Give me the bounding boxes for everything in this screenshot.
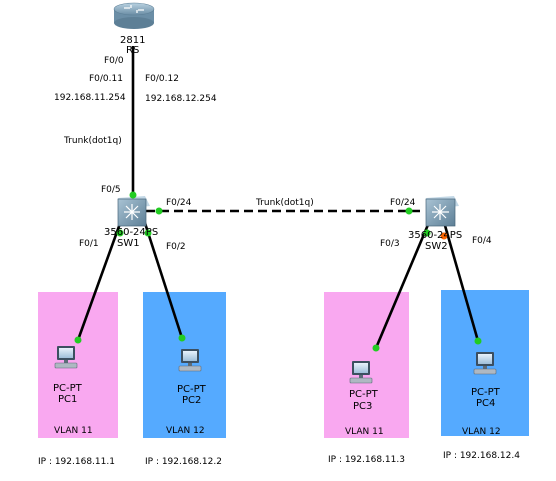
- vlan-zone-pc1: [38, 292, 118, 438]
- cable-sw2-pc3[interactable]: [374, 219, 432, 349]
- router-subif-12-label: F0/0.12: [145, 74, 179, 84]
- pc2-type-label: PC-PT: [177, 384, 207, 395]
- sw1-name-label: SW1: [117, 238, 140, 249]
- pc4-computer-icon[interactable]: [473, 351, 497, 375]
- pc4-type-label: PC-PT: [471, 387, 501, 398]
- pc3-type-label: PC-PT: [349, 389, 379, 400]
- router-rs[interactable]: [113, 2, 155, 29]
- link-dot-pc1: [74, 336, 82, 344]
- sw1-model-label: 3560-24PS: [104, 227, 158, 238]
- sw1-port-f01-label: F0/1: [79, 239, 99, 249]
- sw2-port-f03-label: F0/3: [380, 239, 400, 249]
- pc2-vlan-label: VLAN 12: [166, 426, 205, 436]
- vlan-zone-pc2: [143, 292, 226, 438]
- link-dot-sw2-f03: [423, 229, 431, 237]
- pc2-computer-icon[interactable]: [178, 348, 202, 372]
- cable-sw2-pc4[interactable]: [442, 221, 480, 342]
- router-name-label: RS: [126, 45, 139, 56]
- pc2-name-label: PC2: [182, 395, 201, 406]
- trunk-switches-label: Trunk(dot1q): [255, 198, 314, 208]
- link-dot-sw2-f04: [440, 232, 448, 240]
- router-subif-11-label: F0/0.11: [89, 74, 123, 84]
- pc3-ip-label: IP : 192.168.11.3: [328, 455, 405, 465]
- link-dot-pc4: [474, 337, 482, 345]
- link-dot-sw1-f02: [144, 229, 152, 237]
- pc1-type-label: PC-PT: [53, 383, 83, 394]
- pc4-name-label: PC4: [476, 398, 495, 409]
- trunk-router-label: Trunk(dot1q): [63, 136, 122, 146]
- pc2-ip-label: IP : 192.168.12.2: [145, 457, 222, 467]
- pc3-vlan-label: VLAN 11: [345, 427, 384, 437]
- link-dot-sw1-f01: [116, 229, 124, 237]
- sw1-port-f02-label: F0/2: [166, 242, 186, 252]
- pc1-ip-label: IP : 192.168.11.1: [38, 457, 115, 467]
- pc1-name-label: PC1: [58, 394, 77, 405]
- link-dot-sw2-f024: [405, 207, 413, 215]
- sw1-port-f05-label: F0/5: [101, 185, 121, 195]
- switch-sw1[interactable]: [117, 196, 150, 227]
- sw2-name-label: SW2: [425, 241, 448, 252]
- sw1-port-f024-label: F0/24: [166, 198, 192, 208]
- pc4-ip-label: IP : 192.168.12.4: [443, 451, 520, 461]
- router-model-label: 2811: [120, 35, 145, 46]
- router-gateway-12-label: 192.168.12.254: [145, 94, 217, 104]
- cable-sw1-pc2[interactable]: [142, 219, 184, 339]
- pc4-vlan-label: VLAN 12: [462, 427, 501, 437]
- pc3-name-label: PC3: [353, 401, 372, 412]
- link-status-indicators: [74, 191, 482, 352]
- switch-sw2[interactable]: [425, 196, 459, 227]
- router-port-f00-label: F0/0: [104, 56, 124, 66]
- pc1-vlan-label: VLAN 11: [54, 426, 93, 436]
- link-dot-pc2: [178, 334, 186, 342]
- pc3-computer-icon[interactable]: [349, 360, 373, 384]
- cable-sw1-pc1[interactable]: [76, 217, 124, 341]
- link-dot-pc3: [372, 344, 380, 352]
- link-dot-sw1-f024: [155, 207, 163, 215]
- sw2-port-f024-label: F0/24: [390, 198, 416, 208]
- link-dot-sw1-f05: [129, 191, 137, 199]
- sw2-port-f04-label: F0/4: [472, 236, 492, 246]
- sw2-model-label: 3560-24PS: [408, 230, 462, 241]
- router-gateway-11-label: 192.168.11.254: [54, 93, 126, 103]
- pc1-computer-icon[interactable]: [54, 345, 78, 369]
